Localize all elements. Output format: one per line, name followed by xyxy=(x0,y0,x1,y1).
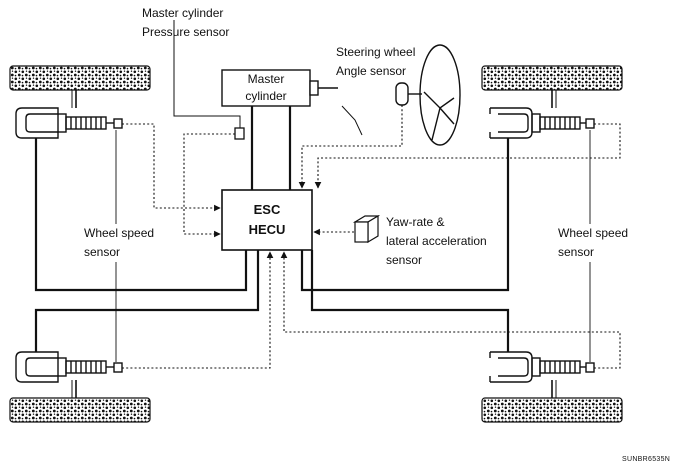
label-master-cylinder: Master cylinder xyxy=(245,72,287,103)
master-cylinder xyxy=(221,69,338,107)
tone-ring-front-right xyxy=(539,116,581,130)
tire-rear-right xyxy=(481,397,623,423)
brake-lines xyxy=(34,106,510,352)
label-yaw-rate-sensor: Yaw-rate & lateral acceleration sensor xyxy=(386,215,487,267)
pressure-sensor-leader xyxy=(173,20,241,128)
wheel-speed-sensor-front-right xyxy=(585,118,595,129)
wheel-assembly-front-left xyxy=(15,90,123,139)
tire-front-right xyxy=(481,65,623,91)
tone-ring-rear-left xyxy=(65,360,107,374)
tire-front-left xyxy=(9,65,151,91)
label-esc-hecu: ESC HECU xyxy=(248,202,286,237)
tone-ring-rear-right xyxy=(539,360,581,374)
wheel-assembly-rear-left xyxy=(15,351,123,398)
tire-rear-left xyxy=(9,397,151,423)
steering-wheel xyxy=(341,44,461,146)
steering-angle-sensor xyxy=(395,82,409,106)
label-wheel-speed-sensor-right: Wheel speed sensor xyxy=(556,224,631,262)
wheel-assembly-rear-right xyxy=(489,351,595,398)
wheel-speed-sensor-rear-right xyxy=(585,362,595,373)
label-master-cylinder-pressure-sensor: Master cylinder Pressure sensor xyxy=(142,6,230,39)
master-cylinder-pressure-sensor xyxy=(234,127,245,140)
signal-lines xyxy=(122,105,621,369)
yaw-rate-sensor xyxy=(352,214,381,244)
esc-hecu xyxy=(221,189,313,251)
wheel-speed-sensor-front-left xyxy=(113,118,123,129)
label-wheel-speed-sensor-left: Wheel speed sensor xyxy=(82,224,157,262)
wheel-assembly-front-right xyxy=(489,90,595,139)
figure-code: SUNBR6535N xyxy=(622,456,671,463)
tone-ring-front-left xyxy=(65,116,107,130)
wheel-speed-sensor-rear-left xyxy=(113,362,123,373)
label-steering-wheel-angle-sensor: Steering wheel Angle sensor xyxy=(336,45,416,78)
